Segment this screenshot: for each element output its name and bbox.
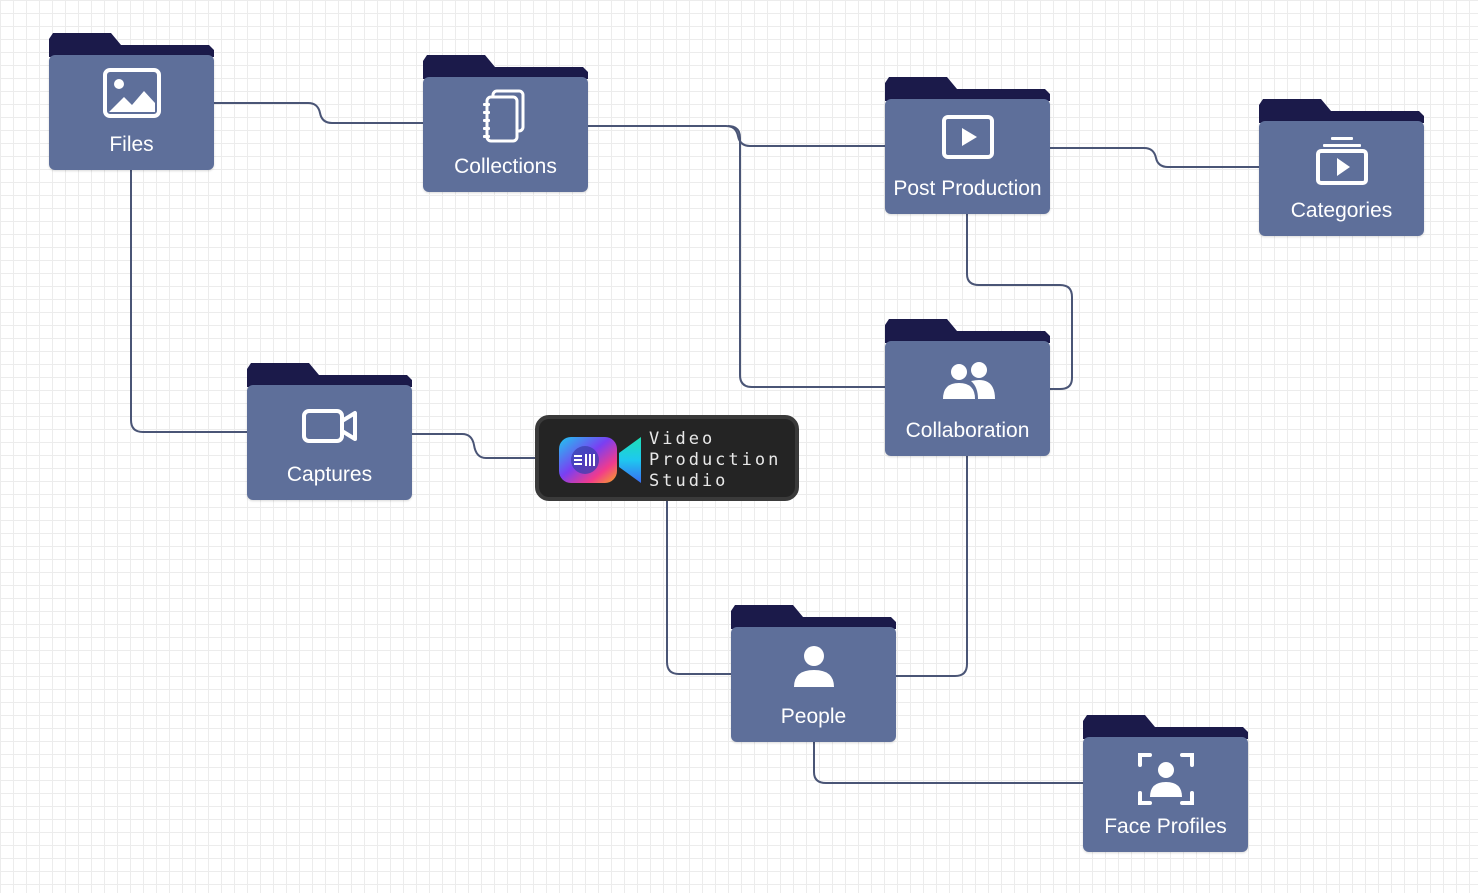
folder-body: Post Production (885, 99, 1050, 214)
folder-tab (423, 55, 588, 79)
folder-files[interactable]: Files (49, 33, 214, 170)
user-icon (784, 639, 844, 699)
folder-body: People (731, 627, 896, 742)
folder-label: Collaboration (905, 419, 1030, 442)
folder-body: Categories (1259, 121, 1424, 236)
folder-tab (731, 605, 896, 629)
video-camera-icon (300, 397, 360, 457)
folder-label: Face Profiles (1104, 815, 1227, 838)
folder-tab (885, 319, 1050, 343)
connector-captures-logo (412, 433, 535, 459)
folder-label: Files (109, 133, 154, 156)
video-production-studio-logo[interactable]: Video Production Studio (535, 415, 799, 501)
connector-postproduction-categories (1050, 147, 1259, 168)
connector-logo-people (666, 501, 731, 675)
folder-body: Collections (423, 77, 588, 192)
folder-categories[interactable]: Categories (1259, 99, 1424, 236)
folder-body: Collaboration (885, 341, 1050, 456)
image-icon (102, 67, 162, 127)
folder-label: Post Production (893, 177, 1042, 200)
face-recognition-icon (1136, 749, 1196, 809)
connector-collections-collaboration (727, 125, 885, 388)
folder-label: Collections (454, 155, 557, 178)
folder-people[interactable]: People (731, 605, 896, 742)
folder-label: Captures (286, 463, 373, 486)
logo-line-2: Production (649, 450, 782, 470)
connector-files-collections (214, 102, 423, 124)
logo-wordmark: Video Production Studio (649, 429, 781, 492)
folder-collections[interactable]: Collections (423, 55, 588, 192)
folder-tab (49, 33, 214, 57)
folder-tab (1083, 715, 1248, 739)
connector-files-captures (130, 170, 247, 433)
folder-collaboration[interactable]: Collaboration (885, 319, 1050, 456)
logo-line-3: Studio (649, 471, 729, 491)
folder-captures[interactable]: Captures (247, 363, 412, 500)
folder-label: People (780, 705, 847, 728)
folder-body: Face Profiles (1083, 737, 1248, 852)
folder-face-profiles[interactable]: Face Profiles (1083, 715, 1248, 852)
folder-tab (247, 363, 412, 387)
play-screen-icon (938, 111, 998, 171)
folder-body: Captures (247, 385, 412, 500)
folder-tab (885, 77, 1050, 101)
logo-line-1: Video (649, 429, 716, 449)
folder-label: Categories (1290, 199, 1393, 222)
connector-people-faceprofiles (813, 742, 1083, 784)
camera-logo-icon (559, 437, 641, 483)
connector-collaboration-people (896, 456, 968, 677)
connector-postproduction-collaboration (966, 214, 1073, 390)
folder-post-production[interactable]: Post Production (885, 77, 1050, 214)
folder-body: Files (49, 55, 214, 170)
users-icon (938, 353, 998, 413)
stacked-pages-icon (476, 89, 536, 149)
playlist-icon (1312, 133, 1372, 193)
folder-tab (1259, 99, 1424, 123)
